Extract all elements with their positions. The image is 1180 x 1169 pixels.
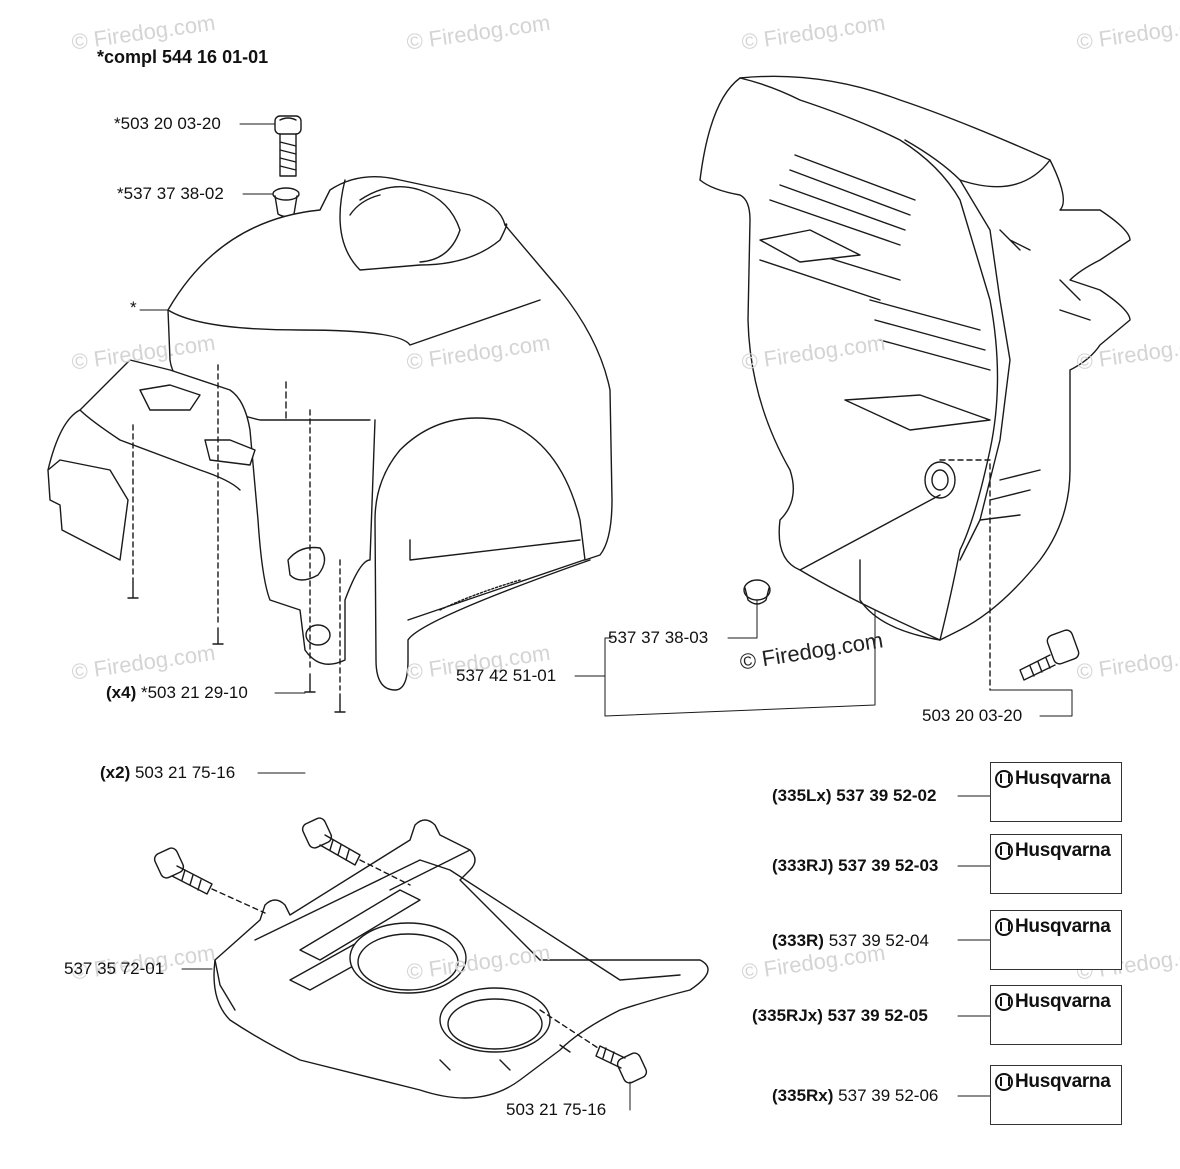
label-cover-star: * — [130, 298, 137, 317]
screw-top-drawing — [274, 115, 302, 177]
decal-label: (333RJ) 537 39 52-03 — [772, 856, 938, 876]
assembly-title: *compl 544 16 01-01 — [97, 47, 269, 67]
skid-screws-drawing — [153, 817, 648, 1084]
decal-part: 537 39 52-02 — [836, 786, 937, 805]
decal-brand: Husqvarna — [1015, 916, 1111, 937]
decal-part: 537 39 52-06 — [838, 1086, 939, 1105]
screw-right-drawing — [1019, 629, 1080, 681]
husqvarna-crown-icon — [995, 1073, 1013, 1091]
label-screws-x2: (x2) 503 21 75-16 — [100, 763, 235, 783]
label-screw-top: *503 20 03-20 — [114, 114, 221, 133]
label-housing: 537 42 51-01 — [456, 666, 557, 685]
husqvarna-decal: Husqvarna — [990, 762, 1122, 822]
husqvarna-decal: Husqvarna — [990, 985, 1122, 1045]
qty-x4: (x4) — [106, 683, 137, 702]
decal-label: (335Lx) 537 39 52-02 — [772, 786, 936, 806]
decal-model: (335Lx) — [772, 786, 832, 805]
decal-brand: Husqvarna — [1015, 1071, 1111, 1092]
label-bushing-right: 537 37 38-03 — [608, 628, 709, 647]
husqvarna-decal: Husqvarna — [990, 910, 1122, 970]
decal-model: (335RJx) — [752, 1006, 823, 1025]
label-bushing-top: *537 37 38-02 — [117, 184, 224, 203]
husqvarna-crown-icon — [995, 770, 1013, 788]
qty-x2: (x2) — [100, 763, 131, 782]
skid-plate-drawing — [153, 817, 709, 1099]
label-screws-x4: (x4) *503 21 29-10 — [106, 683, 248, 703]
husqvarna-decal: Husqvarna — [990, 1065, 1122, 1125]
small-screws-drawing — [127, 577, 346, 713]
decal-model: (333RJ) — [772, 856, 834, 875]
decal-label: (333R) 537 39 52-04 — [772, 931, 929, 951]
decal-part: 537 39 52-05 — [827, 1006, 928, 1025]
decal-model: (333R) — [772, 931, 824, 950]
bushing-top-drawing — [272, 187, 300, 218]
decal-part: 537 39 52-03 — [838, 856, 939, 875]
label-screw-right: 503 20 03-20 — [922, 706, 1023, 725]
part-x2: 503 21 75-16 — [134, 763, 236, 782]
husqvarna-crown-icon — [995, 842, 1013, 860]
decal-model: (335Rx) — [772, 1086, 834, 1105]
decal-brand: Husqvarna — [1015, 840, 1111, 861]
decal-label: (335RJx) 537 39 52-05 — [752, 1006, 928, 1026]
label-plate: 537 35 72-01 — [64, 959, 165, 978]
husqvarna-decal: Husqvarna — [990, 834, 1122, 894]
fan-housing-drawing — [699, 75, 1131, 691]
leader-lines — [139, 123, 1073, 1111]
label-screw-bottom: 503 21 75-16 — [506, 1100, 607, 1119]
part-x4: *503 21 29-10 — [140, 683, 248, 702]
husqvarna-crown-icon — [995, 993, 1013, 1011]
decal-brand: Husqvarna — [1015, 991, 1111, 1012]
husqvarna-crown-icon — [995, 918, 1013, 936]
decal-brand: Husqvarna — [1015, 768, 1111, 789]
cylinder-cover-drawing — [47, 115, 613, 713]
decal-label: (335Rx) 537 39 52-06 — [772, 1086, 938, 1106]
decal-part: 537 39 52-04 — [828, 931, 929, 950]
